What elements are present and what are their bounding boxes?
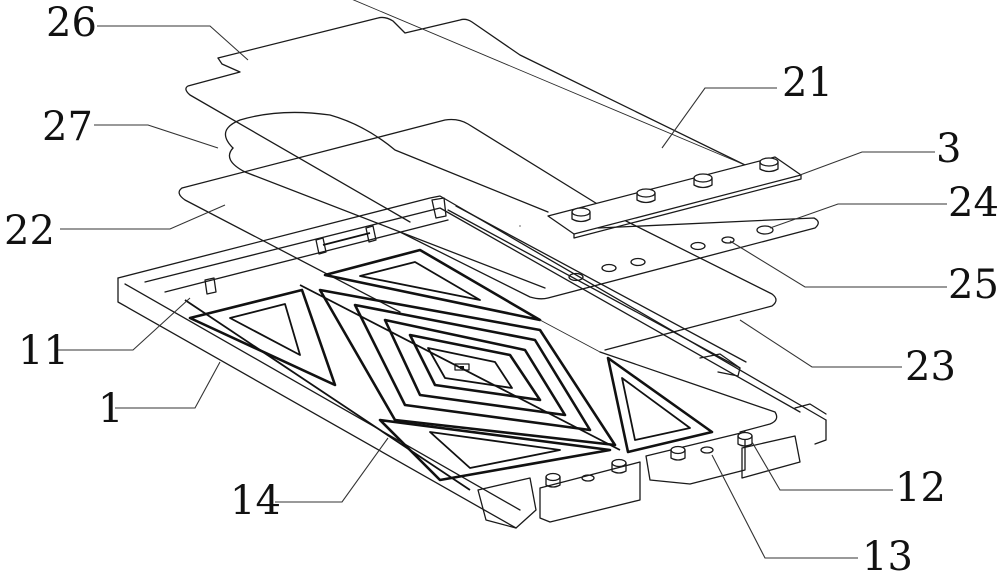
leader-27 xyxy=(94,124,219,149)
locating-post xyxy=(545,472,561,488)
label-27: 27 xyxy=(42,104,93,150)
leader-25 xyxy=(729,240,947,288)
label-13: 13 xyxy=(862,534,913,577)
sheet-26 xyxy=(185,16,746,223)
label-14: 14 xyxy=(230,478,281,524)
leader-13 xyxy=(711,454,858,559)
label-11: 11 xyxy=(18,328,69,374)
label-22: 22 xyxy=(4,208,55,254)
label-1: 1 xyxy=(98,386,123,432)
sheet-22 xyxy=(178,118,777,351)
tray-hole xyxy=(581,474,595,482)
locating-post xyxy=(611,458,627,474)
reference-labels: 26 27 22 21 3 24 25 23 11 1 14 12 13 xyxy=(4,0,999,577)
tray-hole xyxy=(700,446,714,454)
sheet-21 xyxy=(352,0,746,166)
boss xyxy=(636,188,656,204)
sheet-27 xyxy=(224,111,549,289)
sheet-holes xyxy=(568,225,774,282)
label-23: 23 xyxy=(905,344,956,390)
label-25: 25 xyxy=(948,262,999,308)
leader-lines xyxy=(58,25,947,559)
leader-23 xyxy=(739,319,902,368)
leader-26 xyxy=(97,25,249,61)
connector-bar-3 xyxy=(547,156,802,239)
leader-24 xyxy=(769,203,947,229)
label-21: 21 xyxy=(782,60,833,106)
label-24: 24 xyxy=(948,180,999,226)
boss xyxy=(693,173,713,189)
leader-12 xyxy=(751,441,893,491)
leader-21 xyxy=(661,87,777,149)
boss xyxy=(571,207,591,223)
locating-post xyxy=(670,445,686,461)
sheet-23 xyxy=(399,217,819,300)
leader-22 xyxy=(60,204,226,230)
label-26: 26 xyxy=(46,0,97,46)
leader-11 xyxy=(58,297,191,351)
boss xyxy=(759,157,779,173)
leader-1 xyxy=(115,361,221,409)
tray-1 xyxy=(117,195,827,529)
label-12: 12 xyxy=(895,465,946,511)
coil-pattern xyxy=(184,248,714,491)
leader-14 xyxy=(275,437,389,503)
label-3: 3 xyxy=(936,126,961,172)
leader-3 xyxy=(799,151,935,176)
locating-post xyxy=(737,431,753,447)
